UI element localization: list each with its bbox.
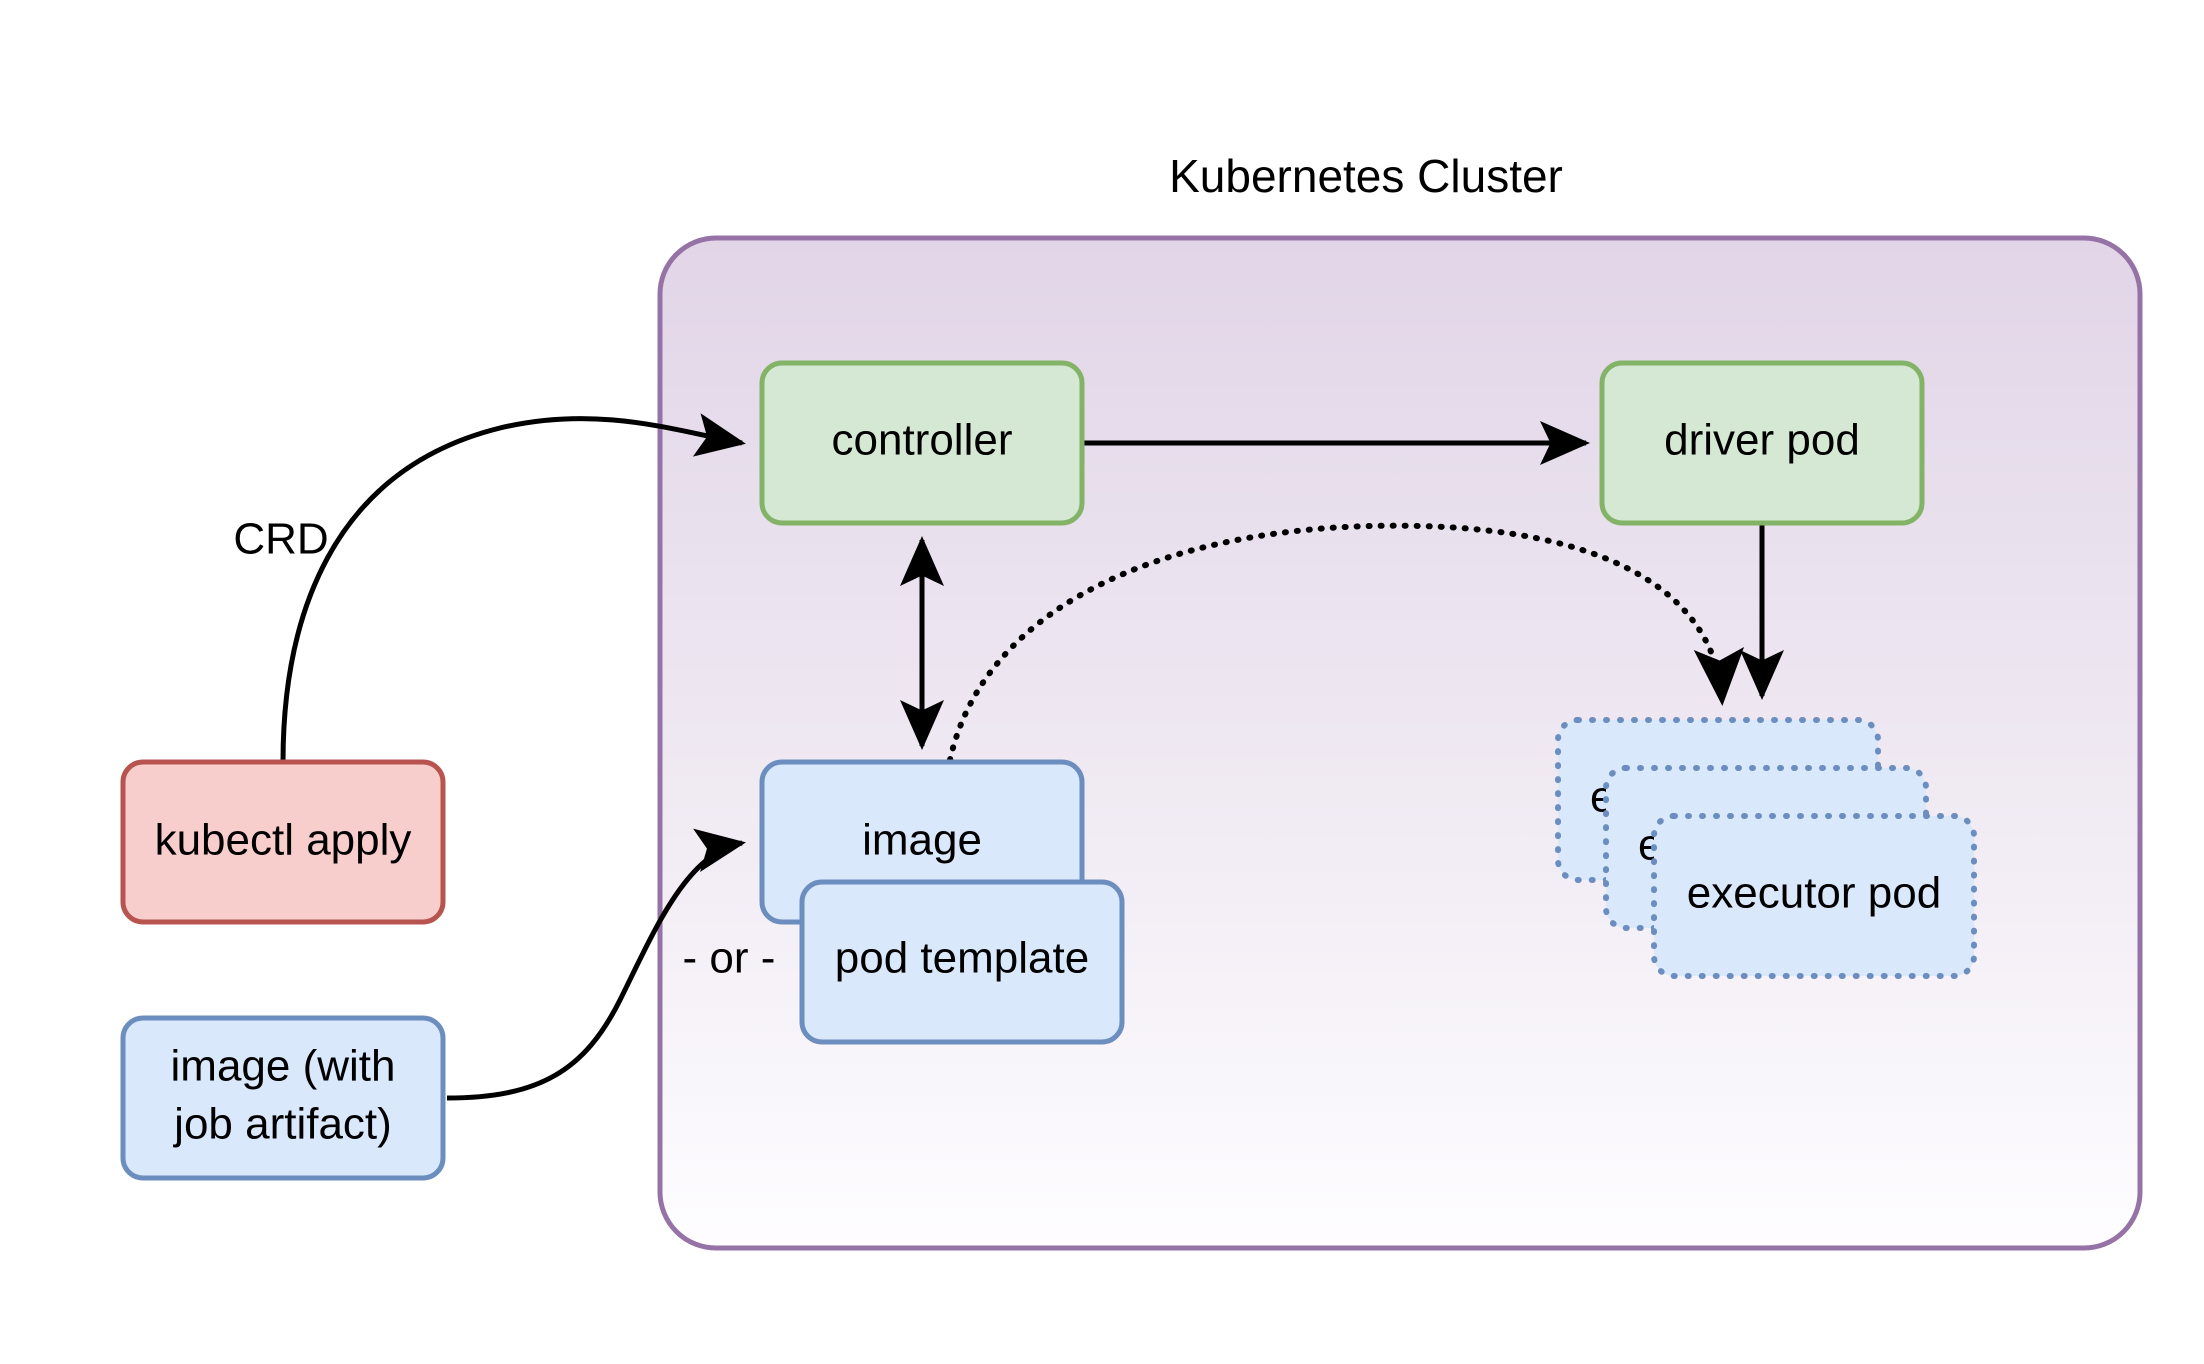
edge-image-to-executor-pods-dotted (947, 522, 1745, 763)
node-controller[interactable]: controller (759, 360, 1085, 526)
executor-pod-front-label: executor pod (1687, 869, 1941, 918)
edges-layer (280, 413, 1784, 1101)
node-executor-pod-front[interactable]: executor pod (1651, 813, 1977, 979)
pod-template-box[interactable] (799, 879, 1125, 1045)
node-image-with-job-artifact[interactable]: image (with job artifact) (120, 1015, 446, 1181)
image-job-artifact-label-line1: image (with (171, 1042, 396, 1091)
kubectl-apply-box[interactable] (120, 759, 446, 925)
image-job-artifact-box[interactable] (120, 1015, 446, 1181)
pod-template-label: pod template (835, 934, 1089, 983)
or-separator-label: - or - (683, 934, 776, 983)
node-driver-pod[interactable]: driver pod (1599, 360, 1925, 526)
driver-pod-label: driver pod (1664, 416, 1860, 465)
node-kubectl-apply[interactable]: kubectl apply (120, 759, 446, 925)
controller-label: controller (832, 416, 1013, 465)
crd-edge-label: CRD (233, 515, 328, 564)
image-label: image (862, 816, 982, 865)
edge-image-artifact-to-image (446, 828, 746, 1101)
kubectl-apply-label: kubectl apply (155, 816, 412, 865)
driver-pod-box[interactable] (1599, 360, 1925, 526)
image-job-artifact-label-line2: job artifact) (172, 1100, 392, 1149)
cluster-title: Kubernetes Cluster (1169, 150, 1563, 202)
edge-kubectl-apply-to-controller (280, 413, 746, 763)
executor-pod-front-box[interactable] (1651, 813, 1977, 979)
controller-box[interactable] (759, 360, 1085, 526)
node-pod-template[interactable]: pod template (799, 879, 1125, 1045)
